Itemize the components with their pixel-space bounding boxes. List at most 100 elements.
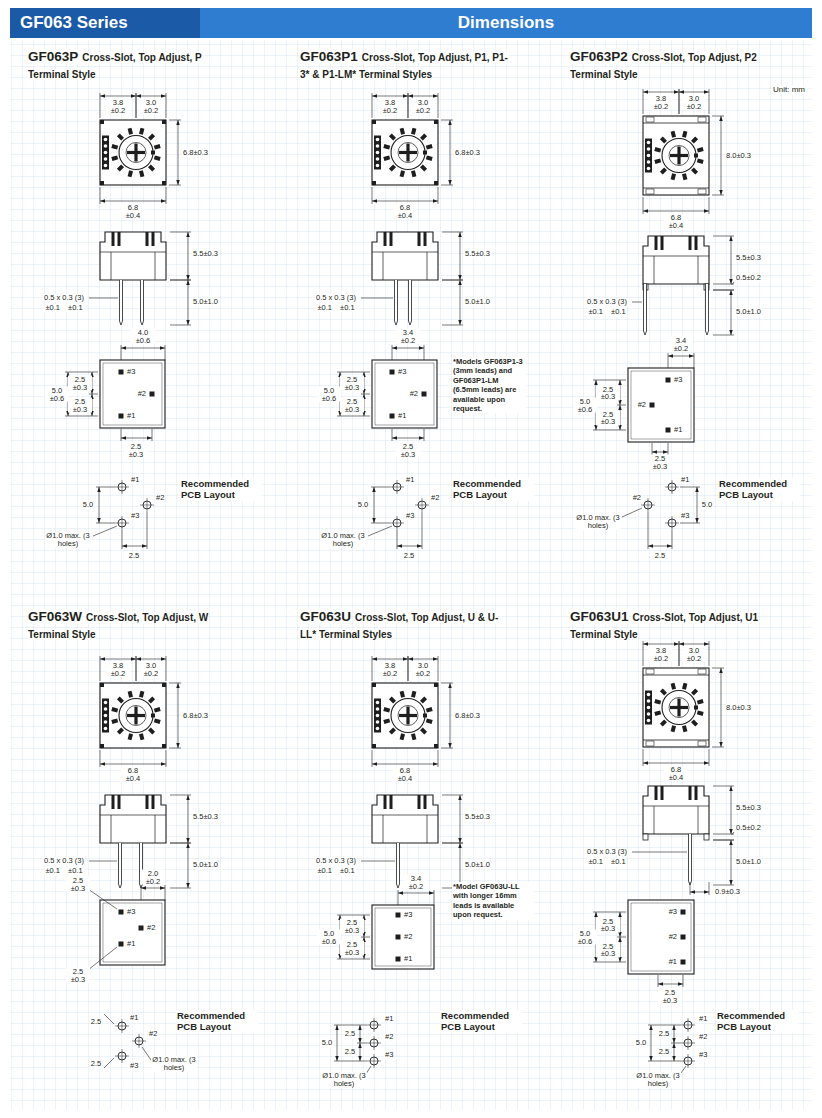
dimension-label: 2.5 ±0.3 xyxy=(68,376,92,391)
slot-mark xyxy=(661,786,664,800)
pin-label: #3 xyxy=(384,1051,394,1059)
dimension-label: 3.8 ±0.2 xyxy=(106,662,130,677)
scale-mark xyxy=(671,725,676,732)
scale-mark xyxy=(389,728,396,735)
dimension-line xyxy=(460,795,461,843)
marking-dot xyxy=(647,699,651,703)
extension-line xyxy=(166,187,167,204)
pin-label: #1 xyxy=(668,958,678,966)
dimension-label: 5.5±0.3 xyxy=(464,250,491,258)
scale-mark xyxy=(671,131,676,138)
dimension-label: 5.5±0.3 xyxy=(192,250,219,258)
dimension-label: 0.5 x 0.3 (3) xyxy=(43,857,85,865)
marking-dot xyxy=(376,151,380,155)
scale-mark xyxy=(660,168,667,175)
extension-line xyxy=(337,959,370,960)
extension-line xyxy=(709,197,710,214)
marking-dot xyxy=(104,707,108,711)
dimension-label: 0.5±0.2 xyxy=(735,274,762,282)
pcb-hole xyxy=(684,1039,692,1047)
cross-slot xyxy=(134,144,137,162)
extension-line xyxy=(438,93,439,118)
scale-mark xyxy=(117,728,124,735)
extension-line xyxy=(713,335,734,336)
rotor-hub xyxy=(669,146,689,166)
scale-mark xyxy=(148,696,155,703)
extension-line xyxy=(372,656,373,681)
dimension-label: 2.5 ±0.3 xyxy=(596,942,620,957)
extension-line xyxy=(397,480,398,494)
housing-inner-edge xyxy=(631,903,691,971)
scale-mark xyxy=(660,136,667,143)
housing-inner-edge xyxy=(103,363,162,425)
corner-notch xyxy=(434,181,438,185)
title-block: GF063PCross-Slot, Top Adjust, P Terminal… xyxy=(28,48,228,82)
housing-side-view xyxy=(372,232,438,280)
extension-line xyxy=(683,975,684,987)
extension-line xyxy=(713,290,734,291)
wiper-mark xyxy=(694,706,698,710)
slot-mark xyxy=(424,232,427,246)
pin-label: #2 xyxy=(146,924,156,932)
extension-line xyxy=(441,185,453,186)
pcb-hole xyxy=(118,519,126,527)
dimension-line xyxy=(731,236,732,284)
dimension-line xyxy=(392,348,424,349)
pcb-hole xyxy=(370,1057,378,1065)
extension-line xyxy=(122,1019,123,1033)
extension-line xyxy=(166,750,167,767)
scale-mark xyxy=(139,691,144,698)
extension-line xyxy=(361,394,370,395)
dimension-line xyxy=(658,984,683,985)
wiper-mark xyxy=(151,151,155,155)
hole-note: Ø1.0 max. (3 holes) xyxy=(320,532,366,548)
marking-dot xyxy=(647,147,651,151)
scale-mark xyxy=(117,696,124,703)
dimension-label: 2.5 ±0.3 xyxy=(596,410,620,425)
dimension-line xyxy=(122,546,147,547)
terminal-pin xyxy=(644,284,647,335)
extension-line xyxy=(361,937,370,938)
scale-mark xyxy=(671,173,676,180)
terminal-pad xyxy=(390,370,395,375)
scale-mark xyxy=(154,718,161,723)
dimension-label: 6.8 ±0.4 xyxy=(664,214,688,229)
extension-line xyxy=(136,93,137,118)
extension-line xyxy=(688,1018,689,1032)
extension-line xyxy=(712,195,724,196)
extension-line xyxy=(383,252,384,280)
extension-line xyxy=(438,750,439,767)
extension-line xyxy=(643,256,709,257)
extension-line xyxy=(709,641,710,666)
pin-label: #1 xyxy=(129,1014,139,1022)
terminal-pad xyxy=(666,378,671,383)
dimension-label: 3.4 ±0.2 xyxy=(669,337,693,352)
extension-line xyxy=(397,516,398,530)
wiper-mark xyxy=(151,714,155,718)
extension-line xyxy=(93,526,117,536)
dimension-line xyxy=(100,764,166,765)
pin-label: #1 xyxy=(403,955,413,963)
extension-line xyxy=(169,120,181,121)
dimension-label: 6.8 ±0.4 xyxy=(393,767,417,782)
corner-notch xyxy=(372,181,376,185)
dimension-label: 5.5±0.3 xyxy=(735,254,762,262)
extension-line xyxy=(170,280,191,281)
slot-mark xyxy=(390,795,393,809)
dimension-label: 5.0 ±0.6 xyxy=(573,398,597,413)
terminal-tab xyxy=(698,189,706,194)
extension-line xyxy=(441,748,453,749)
extension-line xyxy=(372,187,373,204)
marking-dot xyxy=(647,706,651,710)
marking-strip xyxy=(374,699,381,733)
availability-note: *Model GF063U-LL with longer 16mm leads … xyxy=(452,882,534,920)
terminal-tab xyxy=(646,741,654,746)
wiper-mark xyxy=(423,714,427,718)
scale-mark xyxy=(400,170,405,177)
dimension-line xyxy=(398,893,434,894)
dimension-label: 5.0 ±0.6 xyxy=(573,930,597,945)
pin-label: #3 xyxy=(129,1062,139,1070)
pcb-hole xyxy=(118,1022,126,1030)
slot-mark xyxy=(384,232,387,246)
corner-notch xyxy=(162,683,166,687)
